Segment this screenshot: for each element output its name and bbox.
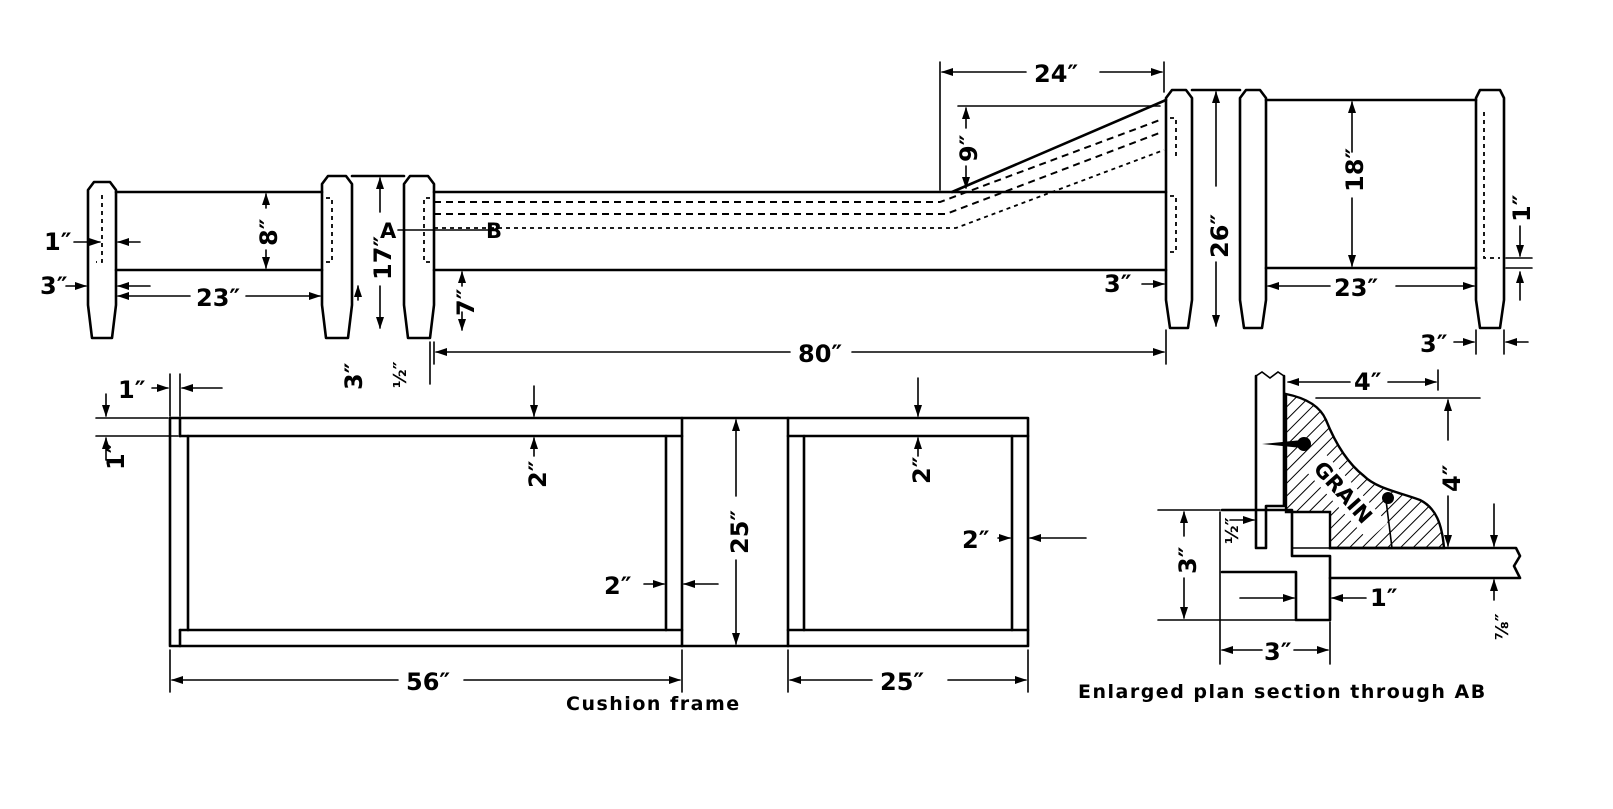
section-seat-board xyxy=(1328,546,1522,580)
dim-8: 8″ xyxy=(255,193,283,269)
dim-9: 9″ xyxy=(955,105,1161,189)
dim-3-bottom-section: 3″ xyxy=(1219,511,1331,666)
section-ab-caption: Enlarged plan section through AB xyxy=(1078,681,1487,703)
dim-1-right-label: 1″ xyxy=(1508,194,1536,222)
dim-3-vertical: 3″ xyxy=(1157,509,1297,621)
dim-8-label: 8″ xyxy=(255,218,283,246)
dim-56: 56″ xyxy=(169,649,683,696)
dim-24: 24″ xyxy=(939,60,1165,191)
dim-25-vertical: 25″ xyxy=(726,419,754,645)
hatched-moulding xyxy=(1284,392,1446,550)
dim-3-bottom-section-label: 3″ xyxy=(1264,638,1292,666)
hidden-line-lower xyxy=(434,149,1165,229)
dim-80: 80″ xyxy=(433,329,1167,368)
dim-2-top-left-label: 2″ xyxy=(524,460,552,488)
screw-upper xyxy=(1262,440,1302,448)
dim-half-label: ½″ xyxy=(390,361,411,388)
dim-2-top-left: 2″ xyxy=(524,385,552,488)
left-end-post xyxy=(86,180,118,340)
dim-25-vertical-label: 25″ xyxy=(726,510,754,554)
section-label-b: B xyxy=(486,219,502,243)
section-seat-rail xyxy=(1220,508,1332,622)
dim-4-side: 4″ xyxy=(1315,397,1498,547)
dim-3-bottom-label: 3″ xyxy=(340,362,368,390)
dim-4-side-label: 4″ xyxy=(1438,464,1466,492)
dim-17: 17″ xyxy=(369,177,397,329)
dim-1-left: 1″ xyxy=(44,228,141,256)
section-label-a: A xyxy=(380,219,397,243)
dim-80-label: 80″ xyxy=(798,340,842,368)
dim-3-right-label: 3″ xyxy=(1420,330,1448,358)
dim-2-right: 2″ xyxy=(962,526,1087,554)
dim-1-section: 1″ xyxy=(1239,584,1398,612)
dim-half-section: ½″ xyxy=(1222,516,1255,544)
dim-7-8: ⅞″ xyxy=(1490,579,1513,640)
dim-23-left-label: 23″ xyxy=(196,284,240,312)
dim-7: 7″ xyxy=(452,271,480,331)
dim-3-right: 3″ xyxy=(1420,329,1529,358)
dim-1-side-label: 1″ xyxy=(102,442,130,470)
cushion-frame: 1″ 1″ 2″ 2″ 25″ xyxy=(95,373,1087,715)
dim-4-top: 4″ xyxy=(1287,368,1439,396)
dim-1-left-label: 1″ xyxy=(44,228,72,256)
cushion-frame-outline xyxy=(168,416,1030,648)
section-post xyxy=(1254,374,1286,550)
dim-23-right: 23″ xyxy=(1267,274,1475,302)
dim-9-label: 9″ xyxy=(955,134,983,162)
left-double-post xyxy=(320,174,436,340)
dim-1-side: 1″ xyxy=(95,393,179,470)
section-ab: GRAIN 4″ 4″ 3″ xyxy=(1078,368,1522,703)
screw-lower xyxy=(1385,499,1393,549)
cushion-frame-caption: Cushion frame xyxy=(566,693,741,715)
dim-2-mid-label: 2″ xyxy=(604,572,632,600)
dim-3-left: 3″ xyxy=(40,272,151,300)
dim-25-horizontal: 25″ xyxy=(787,649,1029,696)
dim-26: 26″ xyxy=(1206,91,1234,327)
dim-23-left: 23″ xyxy=(117,284,321,312)
dim-1-top-label: 1″ xyxy=(118,376,146,404)
front-elevation: A B 24″ 9″ 26″ 18″ xyxy=(40,60,1536,390)
hidden-line-upper xyxy=(434,119,1161,203)
dim-18-label: 18″ xyxy=(1341,148,1369,192)
dim-18: 18″ xyxy=(1341,101,1369,267)
dim-half-section-label: ½″ xyxy=(1222,517,1243,544)
dim-2-top-right: 2″ xyxy=(908,377,936,484)
dim-3-mid-label: 3″ xyxy=(1104,270,1132,298)
hidden-line-middle xyxy=(434,131,1163,215)
dim-25-horizontal-label: 25″ xyxy=(880,668,924,696)
dim-3-vertical-label: 3″ xyxy=(1174,546,1202,574)
dim-1-right: 1″ xyxy=(1505,194,1536,301)
dim-7-8-label: ⅞″ xyxy=(1492,613,1513,640)
dim-24-label: 24″ xyxy=(1034,60,1078,88)
dim-2-mid: 2″ xyxy=(604,572,719,600)
dim-1-section-label: 1″ xyxy=(1370,584,1398,612)
right-end-post xyxy=(1474,88,1506,330)
dim-2-top-right-label: 2″ xyxy=(908,456,936,484)
dim-3-mid: 3″ xyxy=(1104,270,1165,298)
screw-upper-head xyxy=(1297,437,1311,451)
dim-1-top: 1″ xyxy=(118,373,223,417)
right-double-post xyxy=(1164,88,1268,330)
dim-17-label: 17″ xyxy=(369,236,397,280)
dim-26-label: 26″ xyxy=(1206,214,1234,258)
dim-2-right-label: 2″ xyxy=(962,526,990,554)
dim-23-right-label: 23″ xyxy=(1334,274,1378,302)
dim-3-left-label: 3″ xyxy=(40,272,68,300)
dim-56-label: 56″ xyxy=(406,668,450,696)
dim-4-top-label: 4″ xyxy=(1354,368,1382,396)
back-top-rail xyxy=(432,98,1168,194)
dim-7-label: 7″ xyxy=(452,288,480,316)
